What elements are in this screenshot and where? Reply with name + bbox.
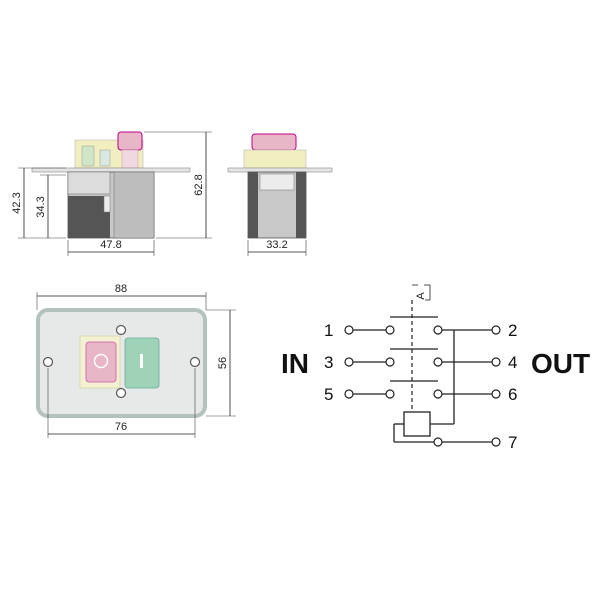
terminal-6-node bbox=[491, 389, 501, 399]
coil-marker: A bbox=[412, 284, 431, 301]
dim-88: 88 bbox=[115, 283, 127, 295]
terminal-4-label: 4 bbox=[508, 353, 517, 372]
dim-47-8: 47.8 bbox=[100, 239, 121, 251]
terminal-2-label: 2 bbox=[508, 321, 517, 340]
terminal-7-label: 7 bbox=[508, 433, 517, 452]
terminal-5-node bbox=[344, 389, 354, 399]
out-label: OUT bbox=[531, 348, 590, 379]
dim-42-3: 42.3 bbox=[11, 192, 23, 213]
terminal-3-label: 3 bbox=[324, 353, 333, 372]
coil-symbol bbox=[403, 411, 431, 437]
front-view: 42.3 34.3 47.8 62.8 bbox=[11, 131, 212, 256]
terminal-4-node bbox=[491, 357, 501, 367]
o-symbol-icon bbox=[93, 353, 109, 369]
in-label: IN bbox=[281, 348, 309, 379]
mount-hole-icon bbox=[115, 387, 127, 399]
mount-hole-icon bbox=[189, 356, 201, 368]
dim-33-2: 33.2 bbox=[266, 239, 287, 251]
coil-label: A bbox=[415, 292, 427, 300]
mount-hole-icon bbox=[115, 324, 127, 336]
dim-62-8: 62.8 bbox=[193, 174, 205, 195]
terminal-7-node bbox=[491, 437, 501, 447]
terminal-6-label: 6 bbox=[508, 385, 517, 404]
wiring-schematic: IN OUT A bbox=[281, 284, 590, 452]
dim-34-3: 34.3 bbox=[35, 196, 47, 217]
terminal-1-label: 1 bbox=[324, 321, 333, 340]
terminal-1-node bbox=[344, 325, 354, 335]
terminal-5-label: 5 bbox=[324, 385, 333, 404]
plate-view: 88 56 76 bbox=[36, 283, 236, 438]
i-symbol-icon bbox=[140, 354, 143, 368]
terminal-2-node bbox=[491, 325, 501, 335]
dim-56: 56 bbox=[217, 357, 229, 369]
mount-hole-icon bbox=[42, 356, 54, 368]
dim-76: 76 bbox=[115, 421, 127, 433]
terminal-3-node bbox=[344, 357, 354, 367]
side-view: 33.2 bbox=[227, 133, 333, 256]
